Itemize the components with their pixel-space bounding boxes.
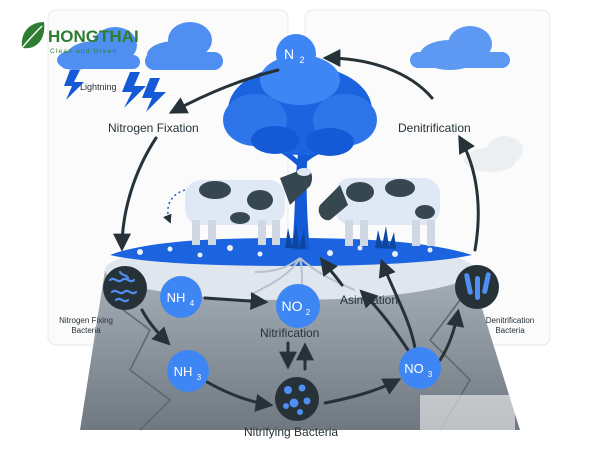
svg-text:N: N [284, 46, 294, 62]
label-nitrifying-bacteria: Nitrifying Bacteria [244, 425, 338, 439]
cow-icon [318, 178, 440, 246]
svg-text:3: 3 [428, 370, 433, 379]
cloud-icon [57, 27, 140, 70]
bacteria-icon [455, 265, 499, 309]
cloud-icon [410, 26, 510, 70]
node-no2: NO 2 [276, 284, 320, 328]
label-denitrification-bacteria-line1: Denitrification [486, 316, 534, 325]
grass-tuft [285, 224, 396, 249]
svg-text:NO: NO [404, 361, 424, 376]
svg-text:2: 2 [299, 55, 304, 65]
node-nh4: NH 4 [160, 276, 202, 318]
svg-text:NH: NH [174, 364, 193, 379]
cloud-icon [464, 136, 523, 172]
svg-text:4: 4 [190, 299, 195, 308]
brand-tagline: Clean and Green [50, 48, 118, 55]
label-denitrification: Denitrification [398, 121, 471, 135]
node-no3: NO 3 [399, 347, 441, 389]
label-nitrogen-fixing-bacteria-line1: Nitrogen Fixing [59, 316, 113, 325]
bacteria-icon [103, 266, 147, 310]
node-nh3: NH 3 [167, 350, 209, 392]
lightning-icon [64, 70, 166, 112]
tree-icon [223, 55, 377, 250]
label-asimilation: Asimilation [340, 293, 398, 307]
brand-logo: HONGTHAI Clean and Green [21, 22, 139, 55]
label-nitrification: Nitrification [260, 326, 319, 340]
label-lightning: Lightning [80, 82, 117, 92]
svg-text:3: 3 [197, 373, 202, 382]
cow-icon [185, 168, 313, 245]
bacteria-icon [275, 377, 319, 421]
svg-text:NH: NH [167, 290, 186, 305]
svg-text:NO: NO [282, 298, 303, 314]
cloud-icon [145, 22, 223, 70]
svg-text:2: 2 [306, 308, 311, 317]
node-n2: N 2 [276, 34, 316, 74]
label-denitrification-bacteria-line2: Bacteria [495, 326, 525, 335]
label-nitrogen-fixation: Nitrogen Fixation [108, 121, 199, 135]
label-nitrogen-fixing-bacteria-line2: Bacteria [71, 326, 101, 335]
brand-name: HONGTHAI [48, 27, 139, 46]
